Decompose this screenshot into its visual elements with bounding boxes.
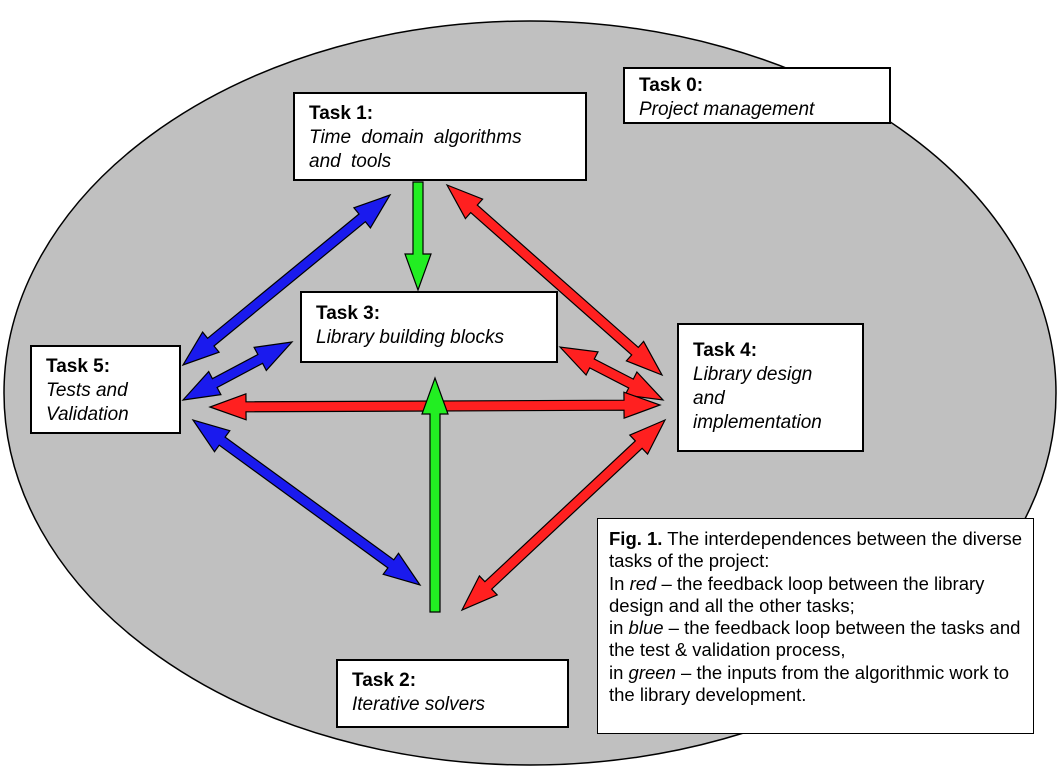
task-3-desc: Library building blocks — [316, 327, 504, 348]
task-3-box: Task 3: Library building blocks — [300, 291, 558, 363]
caption-text: – the inputs from the algorithmic work t… — [609, 661, 1010, 706]
task-2-box: Task 2: Iterative solvers — [336, 659, 569, 728]
arrow-task3-task4 — [558, 346, 665, 401]
caption-red: red — [629, 572, 657, 594]
arrow-task2-task3 — [421, 376, 449, 613]
arrow-task1-task5 — [181, 193, 392, 367]
caption-text: in — [609, 617, 629, 639]
task-0-title: Task 0: — [639, 75, 704, 96]
task-5-box: Task 5: Tests and Validation — [30, 345, 181, 434]
arrow-task4-task2 — [460, 418, 667, 612]
task-2-title: Task 2: — [352, 670, 417, 691]
task-1-desc: Time domain algorithms and tools — [309, 127, 522, 172]
caption-text: In — [609, 572, 630, 594]
task-4-title: Task 4: — [693, 340, 758, 361]
task-4-desc: Library design and implementation — [693, 364, 822, 433]
task-5-desc: Tests and Validation — [46, 380, 129, 425]
figure-caption: Fig. 1. The interdependences between the… — [597, 518, 1034, 734]
arrow-task5-task2 — [191, 418, 422, 587]
caption-text: – the feedback loop between the library … — [609, 572, 985, 616]
arrow-task1-task4 — [445, 183, 664, 377]
task-1-box: Task 1: Time domain algorithms and tools — [293, 92, 587, 181]
caption-label: Fig. 1. — [609, 528, 663, 549]
caption-text: – the feedback loop between the tasks an… — [609, 617, 1021, 661]
task-2-desc: Iterative solvers — [352, 694, 486, 715]
caption-blue: blue — [628, 617, 664, 639]
task-1-title: Task 1: — [309, 103, 374, 124]
arrow-task1-task3 — [404, 181, 432, 292]
task-0-box: Task 0: Project management — [623, 67, 891, 124]
task-5-title: Task 5: — [46, 356, 111, 377]
task-0-desc: Project management — [639, 99, 815, 120]
caption-green: green — [628, 661, 676, 683]
task-3-title: Task 3: — [316, 303, 381, 324]
caption-text: in — [609, 661, 629, 683]
caption-text: The interdependences between the diverse… — [609, 528, 1023, 572]
arrow-task3-task5 — [181, 341, 294, 401]
arrows — [181, 181, 667, 613]
task-4-box: Task 4: Library design and implementatio… — [677, 323, 864, 452]
